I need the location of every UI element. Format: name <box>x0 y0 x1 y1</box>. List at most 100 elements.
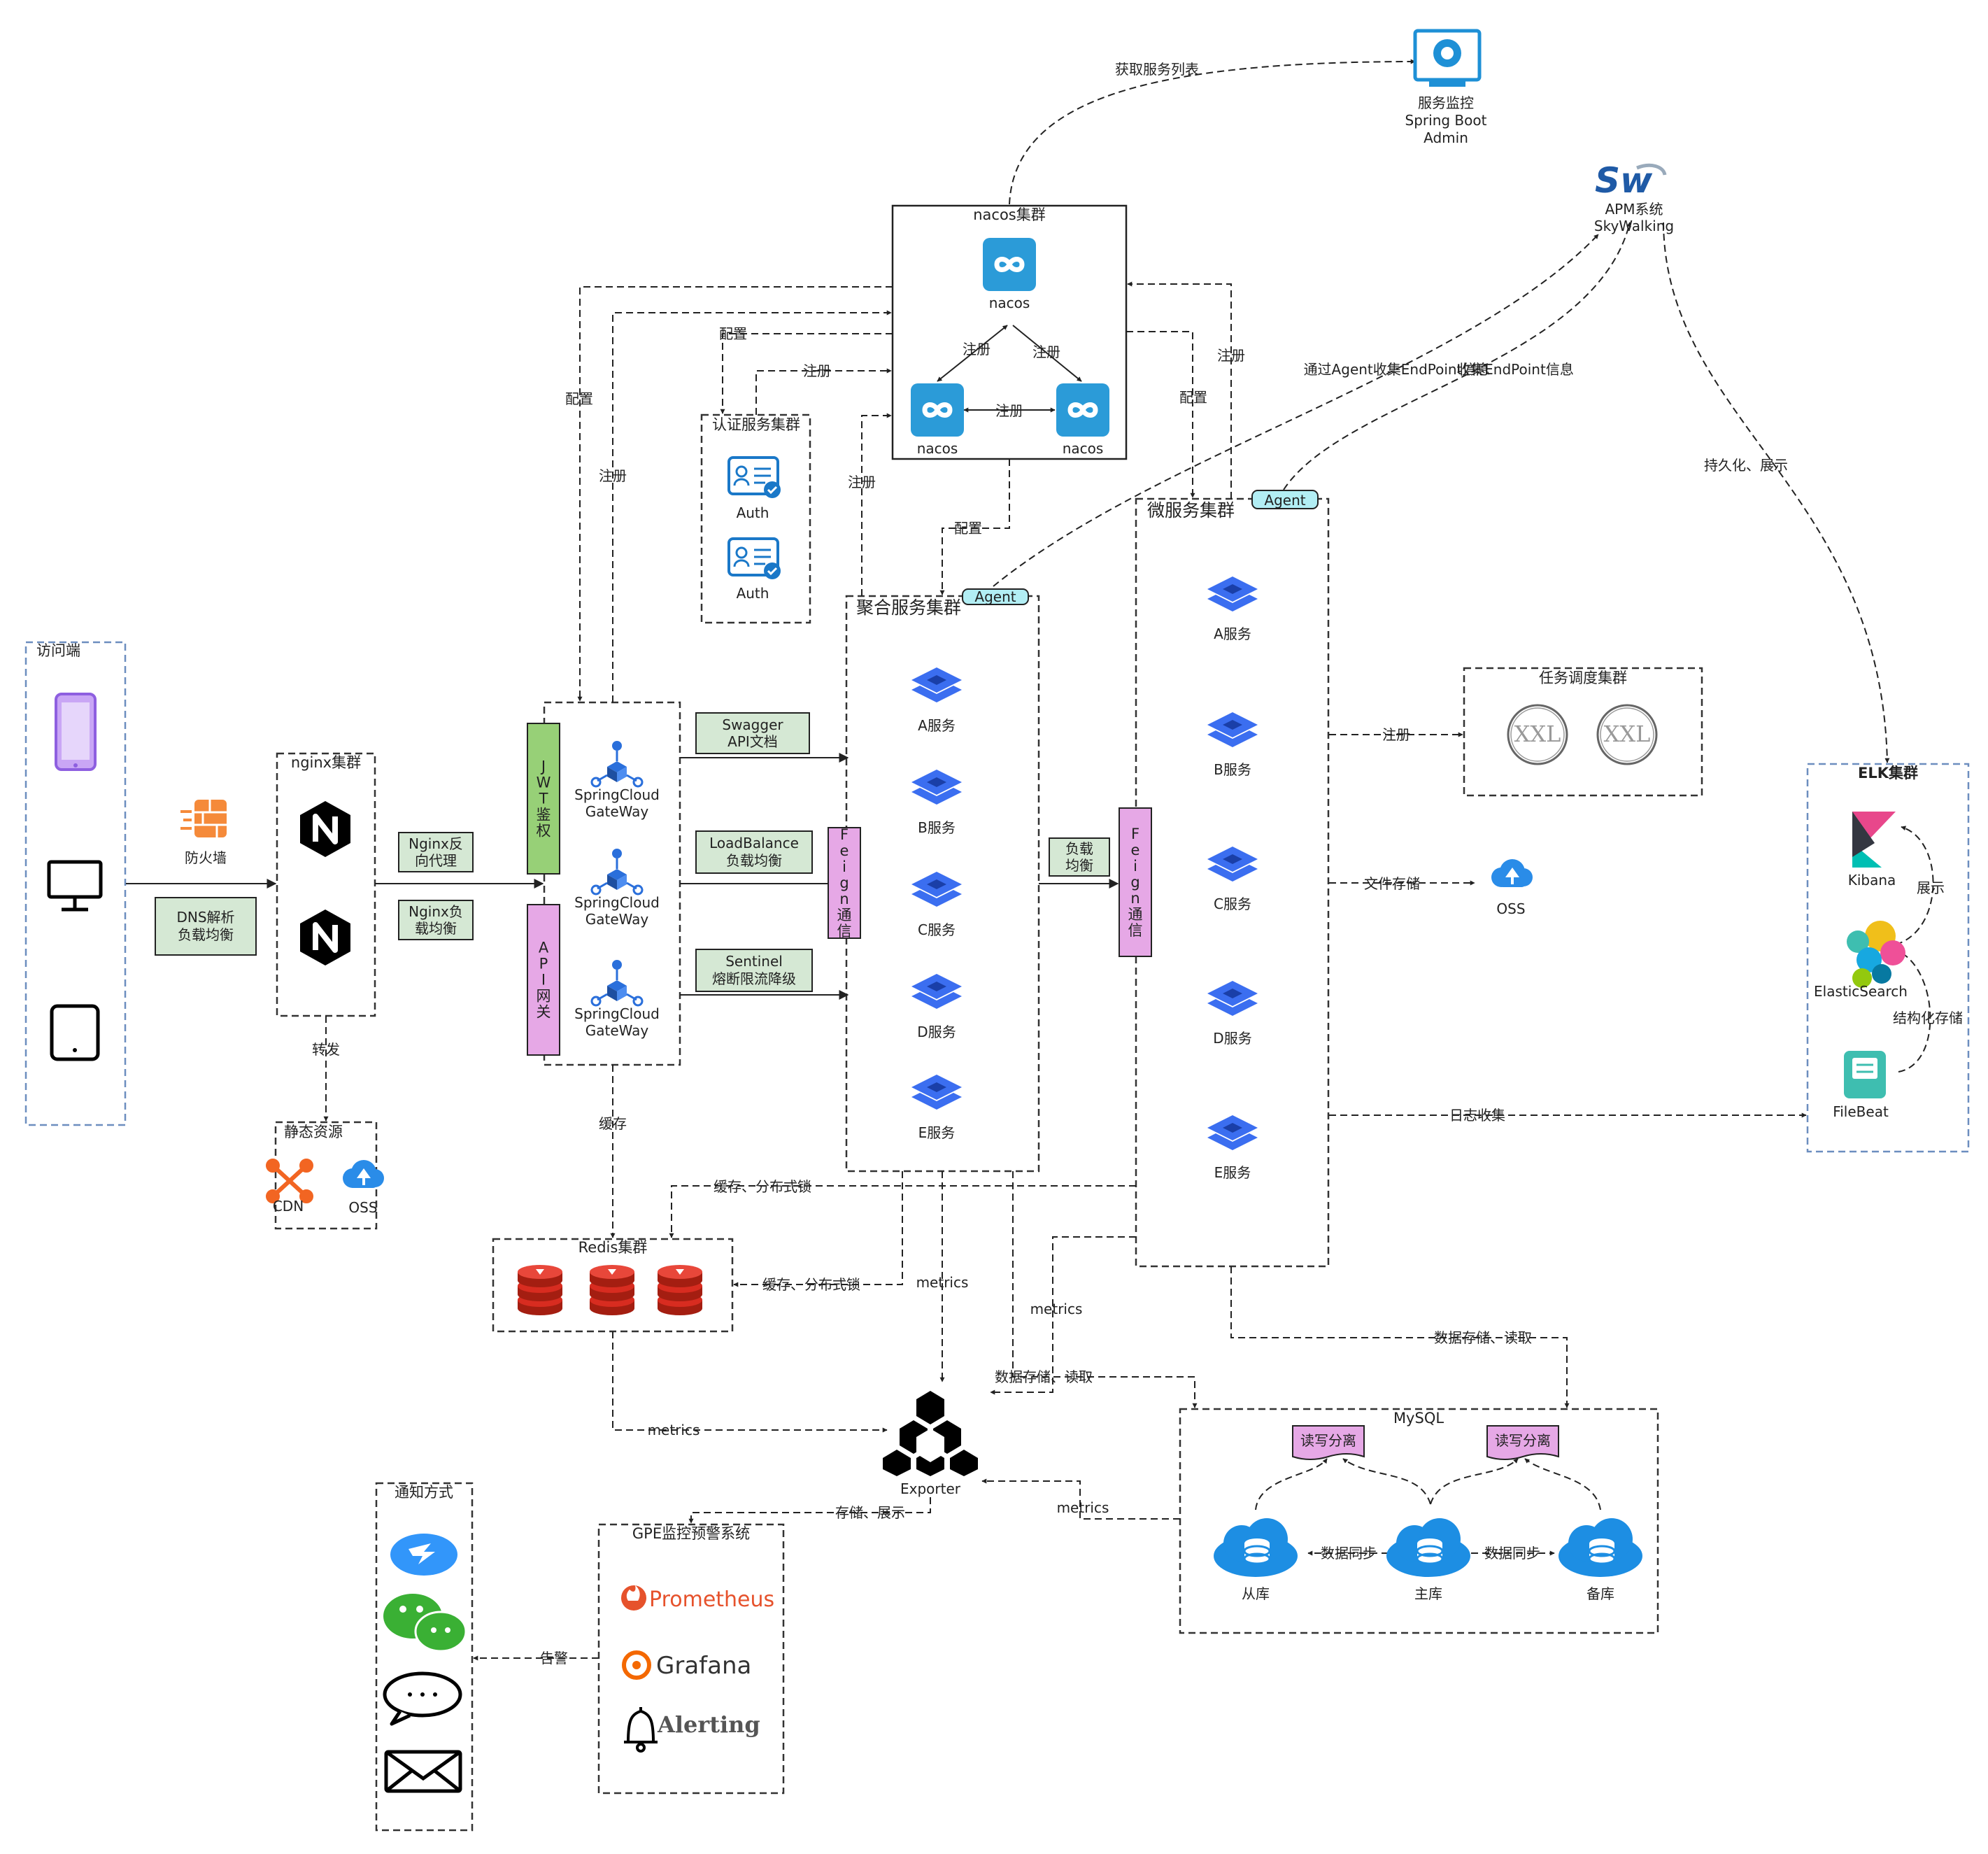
label-show: 展示 <box>1917 879 1945 896</box>
admin-label-1: 服务监控 <box>1418 94 1474 111</box>
agent-label-micro: Agent <box>1264 492 1305 509</box>
database-icon <box>1385 1517 1472 1578</box>
micro-service-c: C服务 <box>1214 896 1251 912</box>
label-agg-config: 配置 <box>954 520 982 537</box>
filebeat-icon <box>1844 1051 1886 1098</box>
sentinel-label-1: Sentinel <box>725 953 783 970</box>
label-collect: 收集EndPoint信息 <box>1456 361 1574 378</box>
edge-agg-skywalking <box>993 234 1599 587</box>
nacos-icon <box>1056 383 1109 437</box>
agg-service-a: A服务 <box>918 717 956 734</box>
grafana-icon <box>622 1650 651 1680</box>
xxl-group-title: 任务调度集群 <box>1539 670 1627 686</box>
nginx-lb-box <box>398 900 474 940</box>
mysql-group-box <box>1179 1408 1659 1634</box>
label-metrics-agg: metrics <box>916 1274 969 1291</box>
nginx-lb-label-2: 载均衡 <box>415 920 457 937</box>
gateway-icon <box>590 740 644 788</box>
swagger-box <box>695 712 810 754</box>
cdn-label: CDN <box>273 1198 304 1215</box>
edge-exporter-gpe <box>688 1497 931 1524</box>
feign-box-micro <box>1119 807 1152 957</box>
edge-nacos-admin <box>1009 59 1416 205</box>
elk-group-box <box>1806 763 1970 1153</box>
service-icon <box>911 1075 962 1110</box>
label-persist-show: 持久化、展示 <box>1704 457 1788 474</box>
redis-icon <box>518 1265 562 1315</box>
firewall-label: 防火墙 <box>185 849 227 866</box>
auth-icon <box>727 456 782 500</box>
label-register-nl: 注册 <box>963 341 991 358</box>
nacos-label-top: nacos <box>989 295 1030 311</box>
label-agent-collect: 通过Agent收集EndPoint信息 <box>1304 361 1491 378</box>
service-icon <box>911 974 962 1009</box>
micro-service-e: E服务 <box>1214 1164 1251 1181</box>
micro-oss-label: OSS <box>1496 900 1525 917</box>
nacos-icon <box>983 238 1036 291</box>
db-master-label: 主库 <box>1414 1585 1442 1602</box>
label-sync-2: 数据同步 <box>1484 1545 1540 1562</box>
edge-agg-redis <box>733 1171 903 1287</box>
phone-icon <box>55 693 97 771</box>
nacos-label-right: nacos <box>1063 440 1104 457</box>
micro-group-box <box>1135 497 1330 1268</box>
prometheus-label: Prometheus <box>649 1587 774 1612</box>
exporter-icon <box>883 1391 978 1476</box>
auth-icon <box>727 537 782 581</box>
service-icon <box>1207 981 1258 1016</box>
xxl-group-box <box>1463 667 1703 797</box>
sentinel-box <box>695 949 813 992</box>
agg-service-c: C服务 <box>918 921 956 938</box>
notify-group-title: 通知方式 <box>395 1484 453 1501</box>
label-forward: 转发 <box>312 1041 340 1058</box>
label-cache-lock-1: 缓存、分布式锁 <box>713 1178 811 1195</box>
kibana-label: Kibana <box>1848 872 1896 889</box>
admin-label-2: Spring Boot <box>1405 112 1487 129</box>
service-icon <box>1207 1115 1258 1150</box>
agent-tag-agg <box>962 588 1029 605</box>
edge-micro-exporter <box>990 1236 1136 1395</box>
service-icon <box>911 872 962 907</box>
label-metrics-redis: metrics <box>648 1422 700 1438</box>
mysql-group-title: MySQL <box>1393 1410 1444 1427</box>
nacos-label-left: nacos <box>917 440 958 457</box>
dns-label-1: DNS解析 <box>176 909 234 926</box>
nginx-proxy-label-1: Nginx反 <box>409 835 463 852</box>
label-log-collect: 日志收集 <box>1449 1107 1505 1124</box>
edge-agg-register <box>861 413 892 596</box>
edge-auth-config <box>720 333 893 414</box>
admin-monitor-icon <box>1413 29 1482 87</box>
sentinel-label-2: 熔断限流降级 <box>712 970 796 987</box>
edges <box>126 753 1119 1000</box>
edge-agg-config <box>939 459 1010 595</box>
wechat-icon <box>383 1594 467 1653</box>
micro-service-b: B服务 <box>1214 761 1251 778</box>
gateway-label-1b: GateWay <box>585 803 649 820</box>
nacos-icon <box>911 383 964 437</box>
edge-slave-rw <box>1255 1458 1328 1510</box>
label-auth-config: 配置 <box>719 325 747 342</box>
label-struct-store: 结构化存储 <box>1893 1010 1963 1026</box>
service-icon <box>1207 712 1258 747</box>
db-slave-label: 从库 <box>1242 1585 1270 1602</box>
nginx-proxy-box <box>398 832 474 872</box>
elasticsearch-icon <box>1847 921 1905 988</box>
prometheus-icon <box>621 1585 646 1611</box>
rw-split-box-1 <box>1292 1425 1365 1460</box>
elasticsearch-label: ElasticSearch <box>1814 983 1908 1000</box>
label-cache: 缓存 <box>599 1115 627 1132</box>
edge-auth-register <box>755 368 892 415</box>
sms-icon <box>383 1671 462 1726</box>
edge-micro-config <box>1126 331 1195 498</box>
label-store-show: 存储、展示 <box>835 1504 905 1521</box>
nginx-icon <box>300 910 350 965</box>
edge-micro-register <box>1127 281 1232 499</box>
gateway-label-2a: SpringCloud <box>574 894 660 911</box>
gateway-icon <box>590 958 644 1007</box>
micro-group-title: 微服务集群 <box>1147 500 1235 521</box>
xxl-label-1: XXL <box>1514 721 1561 747</box>
label-auth-register: 注册 <box>803 362 831 379</box>
service-icon <box>1207 576 1258 611</box>
